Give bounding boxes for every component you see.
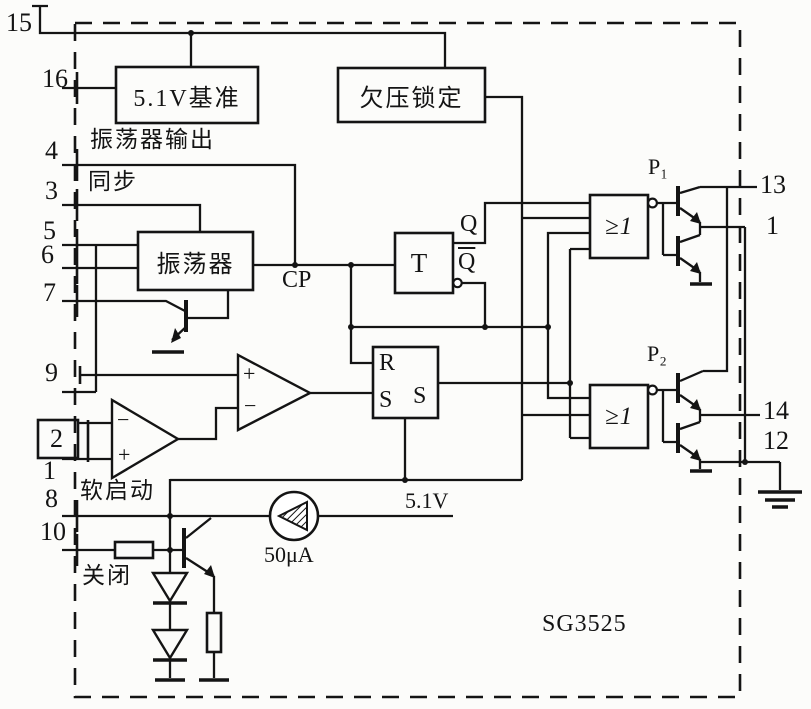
chip-name-label: SG3525 xyxy=(542,611,627,637)
oscillator-output-label: 振荡器输出 xyxy=(90,127,215,152)
pin-4: 4 xyxy=(45,136,58,165)
diode-1 xyxy=(150,571,190,604)
oscillator-block-label: 振荡器 xyxy=(156,251,235,278)
shutdown-resistor xyxy=(113,540,155,560)
nor2-output-bubble xyxy=(646,384,658,396)
pin-12: 12 xyxy=(763,426,789,455)
reference-block-box xyxy=(114,65,260,125)
emitter-arrows xyxy=(171,212,701,578)
pin-11-out-a: 1 xyxy=(766,211,779,240)
pin-2: 2 xyxy=(50,424,63,453)
bias-current-label: 50μA xyxy=(264,542,314,567)
error-amp-triangle xyxy=(110,397,181,481)
pin-3: 3 xyxy=(45,176,58,205)
pin-16: 16 xyxy=(42,64,68,93)
transistor-base-bars xyxy=(182,186,680,568)
error-amp-noninverting-sign: + xyxy=(118,442,131,467)
pin-7: 7 xyxy=(43,278,56,307)
pin-13: 13 xyxy=(760,170,786,199)
pwm-comparator-triangle xyxy=(236,353,313,432)
latch-s-in-label: S xyxy=(379,387,393,413)
pin-1: 1 xyxy=(43,456,56,485)
reference-block-label: 5.1V基准 xyxy=(133,85,241,112)
oscillator-block-box xyxy=(136,230,255,292)
nor1-output-bubble xyxy=(646,197,658,209)
p2-label: P₂ xyxy=(647,341,667,366)
flipflop-box xyxy=(393,231,455,295)
uvlo-block-box xyxy=(336,66,487,124)
pin-15: 15 xyxy=(6,8,32,37)
sync-label: 同步 xyxy=(88,169,138,194)
latch-r-label: R xyxy=(379,350,396,376)
chip-boundary xyxy=(73,21,742,699)
diode-2 xyxy=(150,628,190,661)
p1-label: P₁ xyxy=(648,154,668,179)
pin2-box xyxy=(36,418,80,460)
vref-5v1-label: 5.1V xyxy=(405,488,449,513)
q-label: Q xyxy=(460,211,478,237)
nor-gate-1-label: ≥1 xyxy=(604,212,634,240)
shutdown-label: 关闭 xyxy=(82,563,132,588)
soft-start-label: 软启动 xyxy=(80,478,155,503)
ground-symbols xyxy=(152,282,802,682)
pin-6: 6 xyxy=(41,240,54,269)
latch-s-out-label: S xyxy=(413,383,427,409)
junction-dots xyxy=(167,30,748,553)
nor-gate-2-box xyxy=(588,383,650,450)
qbar-bubble xyxy=(452,277,463,289)
pin-10: 10 xyxy=(40,517,66,546)
wire-net xyxy=(32,4,782,678)
pin-14: 14 xyxy=(763,396,789,425)
comparator-inverting-sign: − xyxy=(244,393,257,418)
softstart-diodes xyxy=(150,571,190,661)
error-amp-inverting-sign: − xyxy=(117,407,130,432)
nor-gate-1-box xyxy=(588,193,650,260)
pin-8: 8 xyxy=(45,484,58,513)
q-bar-label: Q xyxy=(458,249,476,275)
pin-ticks xyxy=(75,72,90,566)
softstart-resistor xyxy=(205,611,223,654)
cp-label: CP xyxy=(282,267,312,293)
pin-9: 9 xyxy=(45,358,58,387)
current-source-50ua xyxy=(268,490,320,542)
uvlo-block-label: 欠压锁定 xyxy=(359,85,464,112)
comparator-noninverting-sign: + xyxy=(243,361,256,386)
nor-gate-2-label: ≥1 xyxy=(604,402,634,430)
pin-5: 5 xyxy=(43,216,56,245)
flipflop-label: T xyxy=(410,247,430,278)
